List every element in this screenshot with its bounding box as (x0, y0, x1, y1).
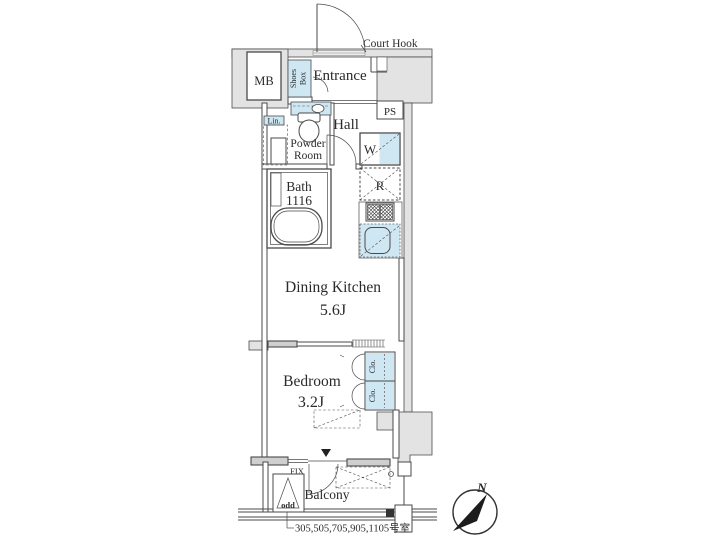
room-numbers-text: 305,505,705,905,1105号室 (295, 522, 410, 535)
evacuation-hatch: odd (272, 473, 305, 513)
bathtub (270, 207, 323, 246)
refrigerator-label: R (376, 178, 385, 193)
evacuation-hatch-label: odd (281, 500, 295, 510)
dining-kitchen-label: Dining Kitchen (285, 279, 381, 296)
closet-folding-doors (339, 353, 366, 410)
railing-post (386, 509, 394, 517)
refrigerator-space: R (359, 167, 401, 201)
bedroom-label: Bedroom (283, 373, 341, 390)
powder-room-label-line1: Powder (290, 138, 325, 150)
toilet (297, 112, 321, 143)
sliding-door-track (352, 339, 385, 348)
meter-box-label: MB (254, 74, 273, 88)
pipe-space-label: PS (384, 106, 396, 118)
window-marker (321, 449, 331, 457)
south-windows: FIX (288, 459, 347, 495)
drain-pipe (394, 461, 413, 533)
bedroom-size: 3.2J (298, 394, 324, 411)
bathroom: Bath 1116 (266, 168, 332, 249)
closet-bottom-label: Clo. (368, 389, 377, 403)
linen-label: Lin. (267, 117, 280, 126)
closets: Clo. Clo. (339, 351, 396, 411)
pipe-space: PS (376, 100, 404, 120)
ac-unit-area (335, 466, 394, 489)
entrance-door (316, 3, 366, 53)
shoes-box: Shoes Box (287, 59, 312, 98)
compass: N (452, 480, 498, 535)
stove (365, 202, 395, 222)
bath-label-line2: 1116 (286, 193, 312, 208)
fix-window-label: FIX (290, 466, 304, 476)
powder-room-label-line2: Room (294, 150, 322, 162)
kitchen-sink (359, 223, 401, 258)
powder-room-door-arc (312, 76, 329, 93)
washer-space: W (359, 132, 401, 166)
bedroom: Bedroom 3.2J (283, 373, 361, 457)
court-hook-label: Court Hook (363, 38, 418, 50)
balcony-label: Balcony (305, 487, 350, 502)
dining-kitchen-size: 5.6J (320, 302, 346, 319)
dining-kitchen: Dining Kitchen 5.6J (285, 279, 381, 319)
compass-north-label: N (476, 480, 487, 495)
closet-top-label: Clo. (368, 360, 377, 374)
hall-door (326, 134, 357, 165)
shoes-box-label-line1: Shoes (289, 69, 298, 88)
hall: Hall (326, 117, 359, 165)
linen-closet: Lin. (263, 115, 288, 166)
powder-room: Powder Room Lin. (263, 101, 332, 166)
room-number-note: 305,505,705,905,1105号室 (286, 512, 410, 535)
hall-label: Hall (333, 117, 359, 133)
balcony-door (308, 463, 339, 495)
meter-box: MB (246, 51, 282, 101)
optional-furniture-outline (313, 409, 361, 429)
washer-label: W (364, 142, 377, 157)
compass-needle (453, 494, 487, 531)
balcony: Balcony odd (238, 461, 437, 533)
bath-label-line1: Bath (286, 179, 312, 194)
shoes-box-label-line2: Box (299, 72, 308, 85)
entrance-label: Entrance (313, 68, 367, 84)
kitchen: W R (358, 132, 403, 259)
court-hook-callout: Court Hook (360, 38, 418, 53)
